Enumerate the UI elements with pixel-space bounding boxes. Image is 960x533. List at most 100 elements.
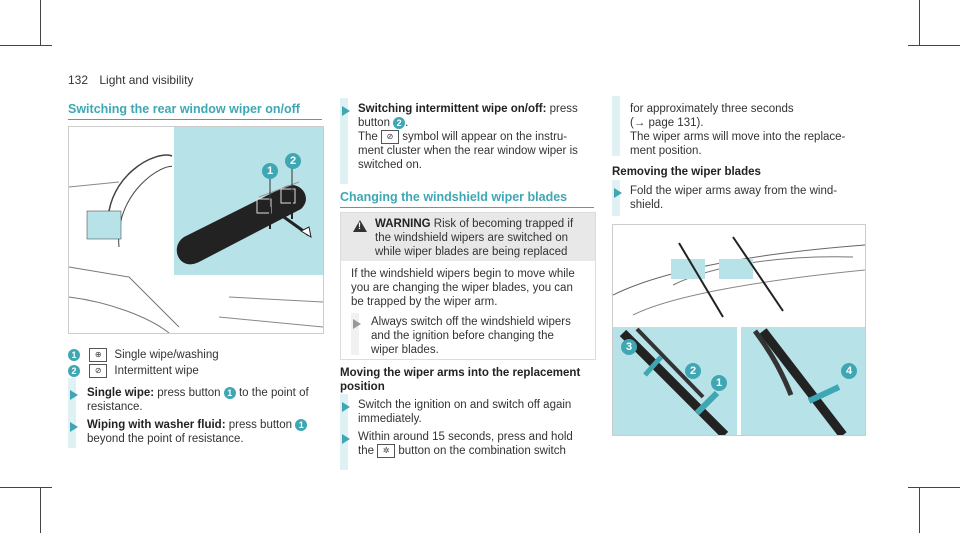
crop-mark [908, 45, 960, 46]
step-text: immediately. [358, 413, 422, 425]
warning-bullet: Always switch off the windshield wipers … [371, 315, 591, 357]
triangle-bullet-icon [353, 319, 361, 329]
step-marker: 2 [393, 116, 406, 129]
step-continuation: for approximately three seconds (→ page … [630, 102, 870, 158]
step-bar [68, 378, 76, 448]
crop-mark [919, 487, 920, 533]
triangle-bullet-icon [70, 390, 78, 400]
legend-item: 2 ⊘ Intermittent wipe [68, 364, 199, 378]
legend-marker: 1 [68, 349, 80, 361]
step-bar [340, 394, 348, 470]
step-text: switched on. [358, 159, 422, 172]
step-text: shield. [630, 199, 664, 211]
crop-mark [40, 0, 41, 46]
warning-header: WARNING Risk of becoming trapped if the … [341, 213, 595, 261]
crop-mark [0, 45, 52, 46]
warning-line: be trapped by the wiper arm. [351, 296, 498, 308]
step-intermittent: Switching intermittent wipe on/off: pres… [358, 102, 598, 172]
subheading-line: Moving the wiper arms into the replaceme… [340, 367, 581, 379]
crop-mark [908, 487, 960, 488]
callout-marker: 1 [711, 375, 727, 391]
warning-line: you are changing the wiper blades, you c… [351, 282, 573, 294]
callout-marker: 3 [621, 339, 637, 355]
legend-text: Intermittent wipe [114, 365, 199, 378]
section-heading-rear-wiper: Switching the rear window wiper on/off [68, 102, 300, 116]
wiper-intermittent-icon: ⊘ [89, 364, 108, 378]
wiper-intermittent-icon: ⊘ [381, 130, 400, 144]
warning-line: wiper blades. [371, 344, 439, 356]
triangle-bullet-icon [342, 434, 350, 444]
page-header: 132 Light and visibility [68, 73, 193, 87]
wiper-blade-icon: ✲ [377, 444, 396, 458]
warning-line: Always switch off the windshield wipers [371, 316, 571, 328]
step-text: Switch the ignition on and switch off ag… [358, 399, 572, 411]
subheading-line: position [340, 381, 385, 393]
page-reference-link[interactable]: (→ page 131). [630, 117, 704, 129]
crop-mark [0, 487, 52, 488]
wiper-blade-figure: 3 2 1 4 [612, 224, 866, 439]
step-text: ment position. [630, 145, 702, 157]
warning-line: Risk of becoming trapped if [433, 218, 574, 230]
heading-rule [68, 119, 322, 120]
step-text: The wiper arms will move into the replac… [630, 131, 846, 143]
step-ignition: Switch the ignition on and switch off ag… [358, 398, 598, 426]
wiper-blade-illustration [612, 236, 866, 439]
section-title: Light and visibility [99, 73, 194, 87]
step-text: Fold the wiper arms away from the wind- [630, 185, 838, 197]
step-bar [612, 96, 620, 156]
heading-rule [340, 207, 594, 208]
step-washer: Wiping with washer fluid: press button 1… [87, 418, 327, 446]
step-text: Within around 15 seconds, press and hold [358, 431, 573, 443]
step-text: button [358, 117, 394, 129]
callout-marker: 1 [262, 163, 278, 179]
step-text: . [405, 117, 409, 129]
step-bar [351, 313, 359, 355]
warning-line: If the windshield wipers begin to move w… [351, 268, 575, 280]
warning-icon [353, 220, 367, 232]
subheading-removing: Removing the wiper blades [612, 166, 761, 178]
page-number: 132 [68, 73, 89, 87]
step-marker: 1 [223, 386, 236, 399]
legend-marker: 2 [68, 365, 80, 377]
legend-text: Single wipe/washing [114, 349, 219, 362]
step-text: symbol will appear on the instru- [399, 131, 568, 144]
step-label: Single wipe: [87, 387, 155, 399]
warning-line: the windshield wipers are switched on [375, 232, 569, 244]
wiper-switch-figure: 1 2 [68, 126, 324, 334]
step-text: The [358, 131, 382, 144]
warning-line: and the ignition before changing the [371, 330, 554, 342]
wiper-single-icon: ⊕ [89, 348, 108, 362]
section-heading-blades: Changing the windshield wiper blades [340, 190, 568, 204]
legend-item: 1 ⊕ Single wipe/washing [68, 348, 219, 362]
triangle-bullet-icon [614, 188, 622, 198]
warning-body: If the windshield wipers begin to move w… [351, 267, 591, 309]
callout-marker: 4 [841, 363, 857, 379]
warning-box: WARNING Risk of becoming trapped if the … [340, 212, 596, 360]
step-bar [612, 180, 620, 216]
crop-mark [919, 0, 920, 46]
step-label: Switching intermittent wipe on/off: [358, 103, 547, 115]
step-text: for approximately three seconds [630, 103, 794, 115]
step-text: ment cluster when the rear window wiper … [358, 145, 578, 158]
callout-marker: 2 [685, 363, 701, 379]
step-marker: 1 [295, 418, 308, 431]
warning-line: while wiper blades are being replaced [375, 246, 568, 258]
warning-head-text: WARNING Risk of becoming trapped if the … [375, 217, 590, 259]
callout-marker: 2 [285, 153, 301, 169]
step-fold-arms: Fold the wiper arms away from the wind- … [630, 184, 870, 212]
steering-column-illustration [68, 127, 324, 334]
step-text: press [546, 103, 578, 115]
step-text: to the point of resistance. [87, 387, 309, 413]
step-single-wipe: Single wipe: press button 1 to the point… [87, 386, 327, 414]
step-label: Wiping with washer fluid: [87, 419, 226, 431]
step-text: press button [225, 419, 296, 431]
crop-mark [40, 487, 41, 533]
subheading-replacement-position: Moving the wiper arms into the replaceme… [340, 366, 580, 394]
triangle-bullet-icon [342, 106, 350, 116]
step-bar [340, 98, 348, 184]
triangle-bullet-icon [70, 422, 78, 432]
step-text: button on the combination switch [395, 445, 566, 458]
triangle-bullet-icon [342, 402, 350, 412]
step-press-hold: Within around 15 seconds, press and hold… [358, 430, 598, 458]
step-text: beyond the point of resistance. [87, 433, 244, 445]
